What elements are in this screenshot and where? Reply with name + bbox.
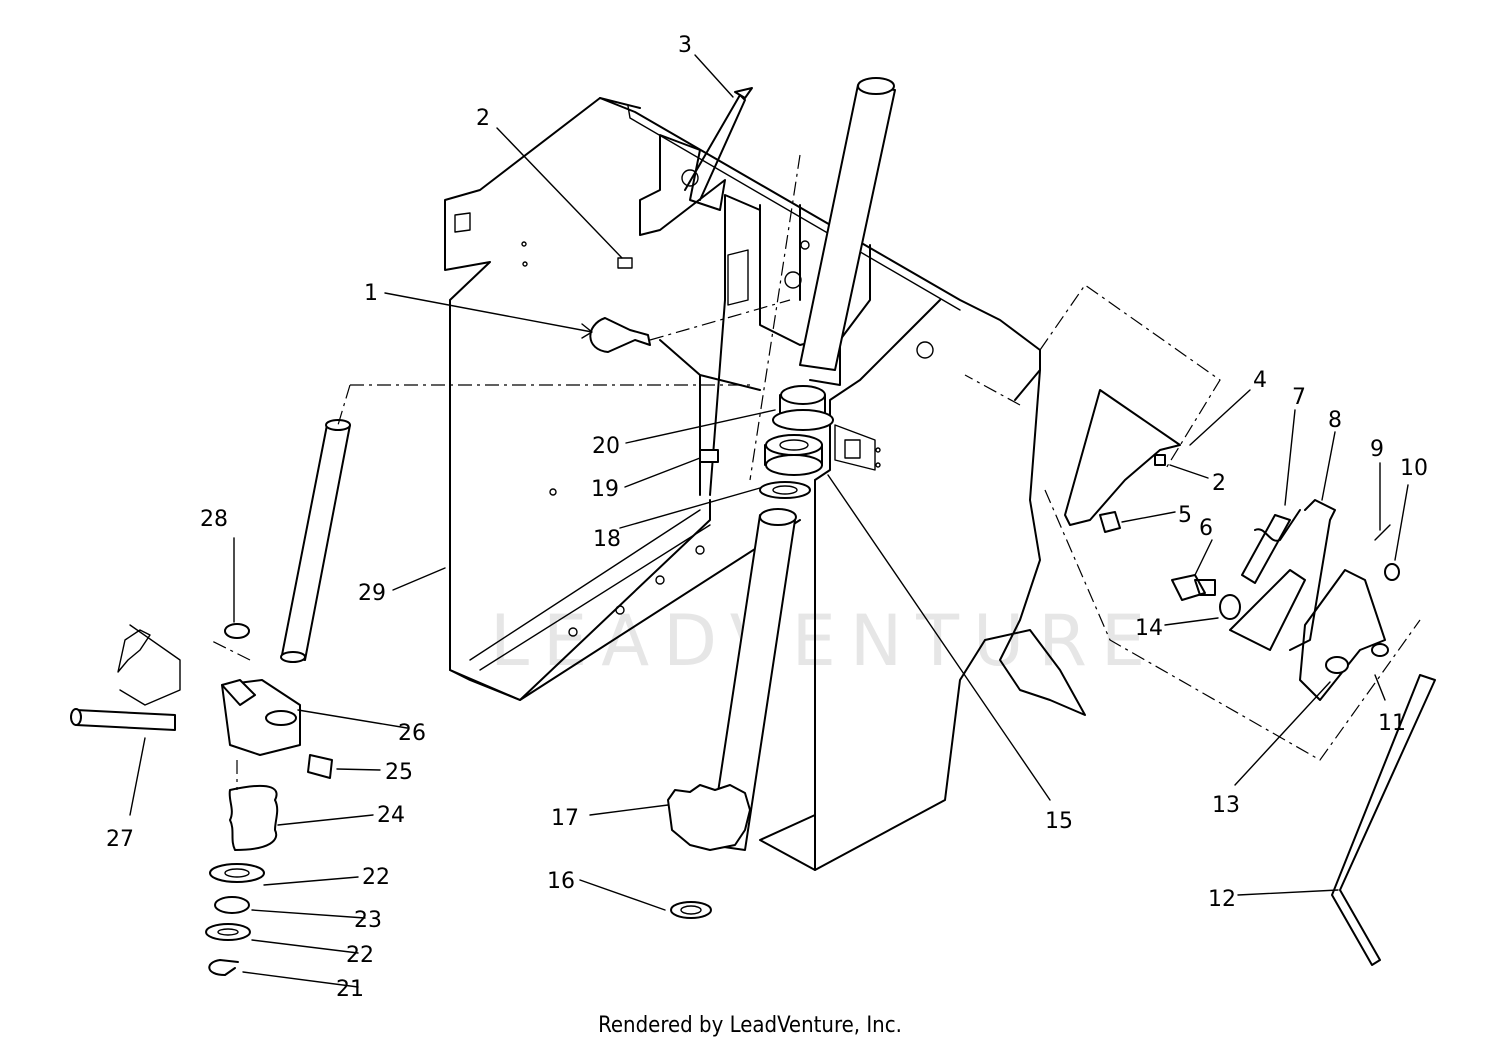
callout-22: 22 (346, 943, 374, 968)
callout-2: 2 (1212, 471, 1226, 496)
callout-2: 2 (476, 106, 490, 131)
watermark: LEADVENTURE (490, 600, 1159, 682)
callout-22: 22 (362, 865, 390, 890)
callout-23: 23 (354, 908, 382, 933)
callout-17: 17 (551, 806, 579, 831)
callout-3: 3 (678, 33, 692, 58)
callout-20: 20 (592, 434, 620, 459)
callout-16: 16 (547, 869, 575, 894)
render-credit: Rendered by LeadVenture, Inc. (598, 1013, 902, 1038)
right-brake-linkage (1064, 389, 1436, 966)
callout-9: 9 (1370, 437, 1384, 462)
steering-shaft-upper (799, 77, 896, 371)
pedal-bracket (617, 87, 753, 269)
callout-6: 6 (1199, 516, 1213, 541)
main-frame (444, 97, 1086, 871)
alignment-lines (209, 154, 1421, 790)
bushing-stack (699, 385, 834, 499)
hair-pin-clip (589, 317, 651, 353)
callout-18: 18 (593, 527, 621, 552)
callout-26: 26 (398, 721, 426, 746)
callout-25: 25 (385, 760, 413, 785)
callout-27: 27 (106, 827, 134, 852)
callout-24: 24 (377, 803, 405, 828)
callout-1: 1 (364, 281, 378, 306)
callout-8: 8 (1328, 408, 1342, 433)
callout-28: 28 (200, 507, 228, 532)
callout-13: 13 (1212, 793, 1240, 818)
callout-labels: 1 2 2 3 4 5 6 7 8 9 10 11 12 13 14 15 16… (106, 33, 1428, 1002)
pivot-rod (280, 419, 351, 663)
callout-14: 14 (1135, 616, 1163, 641)
callout-4: 4 (1253, 368, 1267, 393)
callout-19: 19 (591, 477, 619, 502)
callout-11: 11 (1378, 711, 1406, 736)
left-linkage (70, 623, 333, 976)
callout-5: 5 (1178, 503, 1192, 528)
callout-29: 29 (358, 581, 386, 606)
callout-15: 15 (1045, 809, 1073, 834)
callout-12: 12 (1208, 887, 1236, 912)
steering-gear-shaft (667, 508, 797, 919)
leader-lines (129, 54, 1409, 988)
callout-10: 10 (1400, 456, 1428, 481)
callout-7: 7 (1292, 385, 1306, 410)
callout-21: 21 (336, 977, 364, 1002)
